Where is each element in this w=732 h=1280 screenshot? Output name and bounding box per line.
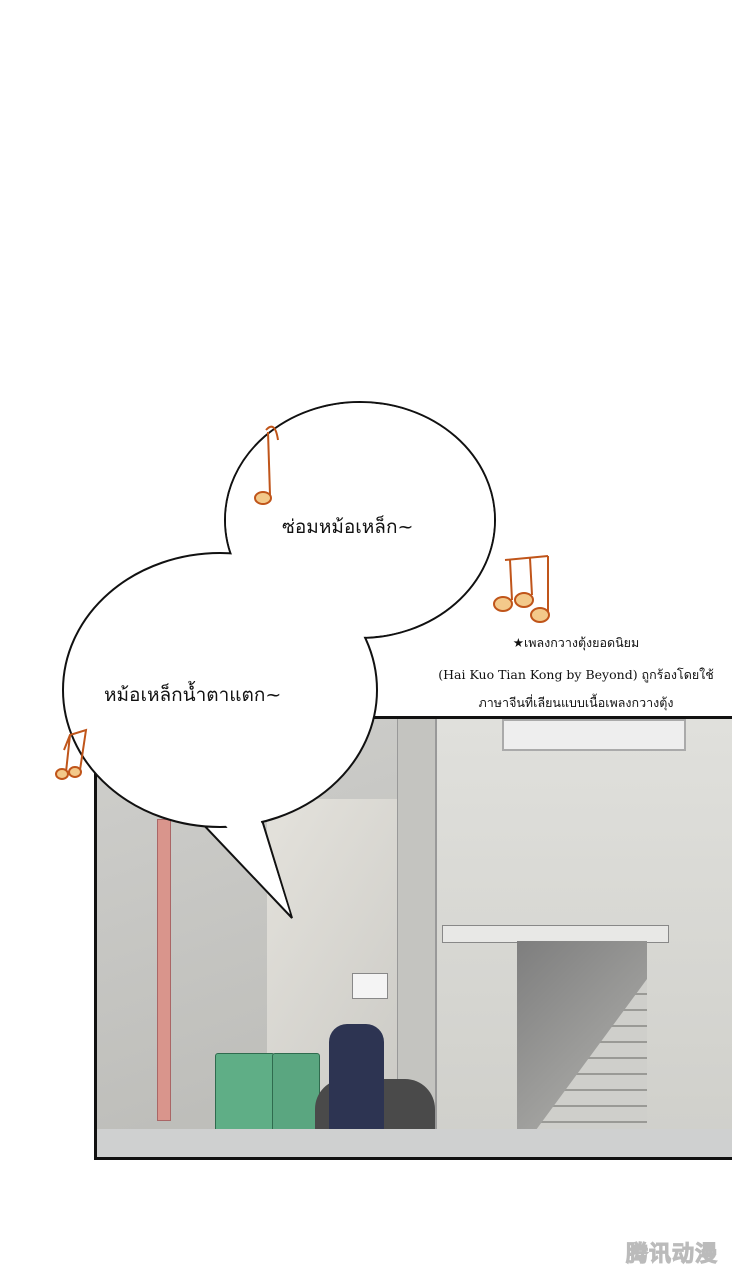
music-note-icon <box>254 425 279 505</box>
translator-note-line: ★เพลงกวางตุ้งยอดนิยม <box>512 635 640 650</box>
music-note-icon <box>55 728 88 780</box>
translator-note-line: ภาษาจีนที่เลียนแบบเนื้อเพลงกวางตุ้ง <box>478 695 674 710</box>
ground <box>97 1129 732 1157</box>
pipe <box>157 819 171 1121</box>
bubble-text-top: ซ่อมหม้อเหล็ก~ <box>282 516 414 538</box>
wall-vent <box>352 973 388 999</box>
pillar <box>397 719 438 1139</box>
bubble-merge <box>226 403 494 637</box>
bubble-text-bottom: หม้อเหล็กน้ำตาแตก~ <box>104 684 282 706</box>
window <box>502 719 686 751</box>
music-notes-icon <box>493 555 550 623</box>
translator-note-line: (Hai Kuo Tian Kong by Beyond) ถูกร้องโดย… <box>438 667 714 682</box>
watermark-logo: 腾讯动漫 <box>625 1242 718 1268</box>
